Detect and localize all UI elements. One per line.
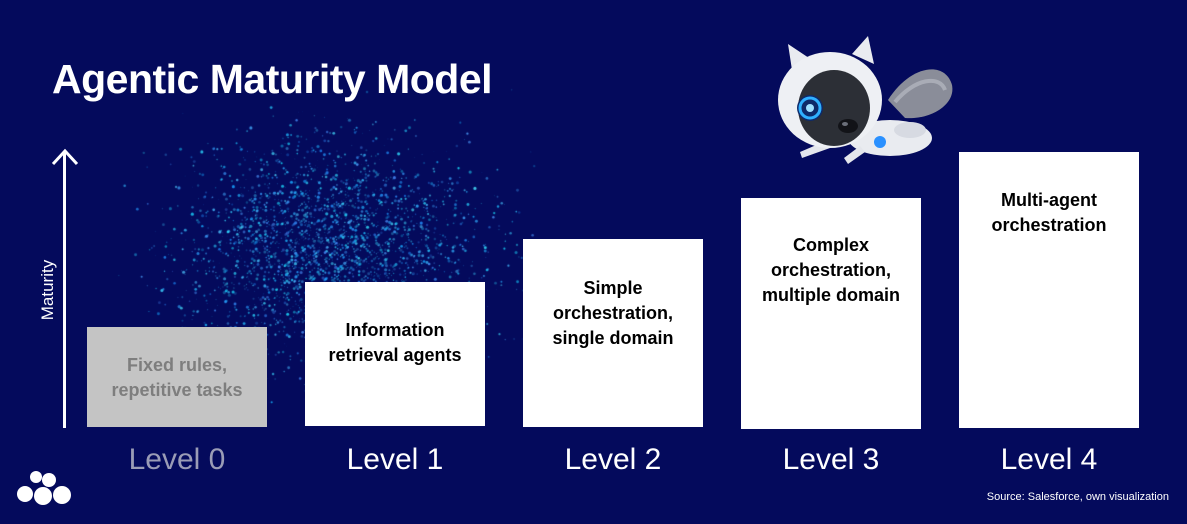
level-0-description: Fixed rules, repetitive tasks: [111, 355, 243, 400]
level-3-label: Level 3: [782, 443, 880, 476]
page-title: Agentic Maturity Model: [52, 56, 493, 102]
level-1-label: Level 1: [346, 443, 444, 476]
logo-dots-icon: [17, 471, 71, 505]
level-3-description: Complex orchestration, multiple domain: [761, 235, 900, 305]
level-2-box: Simple orchestration, single domain: [523, 239, 703, 427]
level-4-description: Multi-agent orchestration: [991, 190, 1107, 235]
level-0-label: Level 0: [128, 443, 226, 476]
axis-label: Maturity: [38, 259, 57, 321]
level-1-box: Information retrieval agents: [305, 282, 485, 426]
level-2-label: Level 2: [564, 443, 662, 476]
level-1-description: Information retrieval agents: [328, 320, 462, 365]
robot-mascot-icon: [778, 36, 953, 164]
axis-arrow-up-icon: [51, 148, 79, 166]
level-0-box: Fixed rules, repetitive tasks: [87, 327, 267, 427]
maturity-axis-line: [63, 152, 66, 428]
source-note: Source: Salesforce, own visualization: [986, 491, 1169, 503]
level-4-label: Level 4: [1000, 443, 1098, 476]
level-3-box: Complex orchestration, multiple domain: [741, 198, 921, 429]
level-4-box: Multi-agent orchestration: [959, 152, 1139, 428]
level-2-description: Simple orchestration, single domain: [552, 278, 674, 348]
